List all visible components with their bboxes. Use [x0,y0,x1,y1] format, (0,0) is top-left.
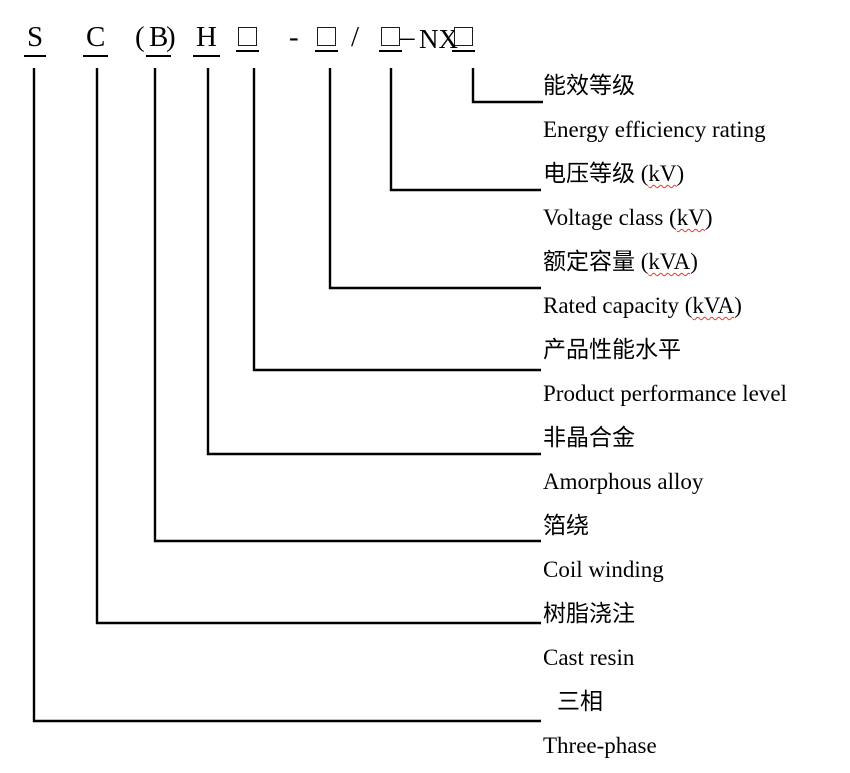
label-text: Three-phase [543,733,657,758]
code-char-S: S [24,21,47,57]
label-text: Voltage class ( [543,205,677,230]
legend-label-en: Voltage class (kV) [543,196,843,240]
label-text: ) [704,205,713,230]
legend-label-zh: 三相 [543,680,843,724]
legend-label-zh: 电压等级 (kV) [543,152,843,196]
code-char-H: H [193,21,220,57]
placeholder-square-icon [238,27,257,46]
label-text: ) [734,293,742,318]
legend-label-en: Cast resin [543,636,843,680]
label-text: 树脂浇注 [543,601,635,626]
label-text: Amorphous alloy [543,469,704,494]
code-char-C: C [83,21,109,57]
legend-label-zh: 能效等级 [543,64,843,108]
connector-line-performance-level [252,68,541,372]
connector-line-voltage-class [389,68,541,192]
code-char-/: / [351,21,360,53]
spellcheck-underlined-text: kV [648,161,677,186]
label-text: 非晶合金 [543,425,635,450]
code-placeholder-box [379,27,402,52]
legend-label-zh: 树脂浇注 [543,592,843,636]
spellcheck-underlined-text: kV [676,205,705,230]
legend-label-en: Three-phase [543,724,843,768]
legend-label-zh: 产品性能水平 [543,328,843,372]
connector-line-rated-capacity [328,68,541,290]
legend-label-zh: 非晶合金 [543,416,843,460]
placeholder-square-icon [381,27,400,46]
connector-line-cast-resin [95,68,541,625]
code-char-B: B [146,21,172,57]
code-placeholder-box [452,27,475,52]
connector-line-coil-winding [153,68,541,543]
connector-line-energy-efficiency [471,68,543,104]
code-placeholder-box [236,27,259,52]
code-char-–: – [400,21,415,53]
label-text: Cast resin [543,645,635,670]
label-text: 额定容量 ( [543,249,649,274]
label-text: ) [690,249,698,274]
connector-line-amorphous-alloy [206,68,541,456]
label-text: Rated capacity ( [543,293,693,318]
legend-label-zh: 箔绕 [543,504,843,548]
spellcheck-underlined-text: kVA [692,293,735,318]
code-char-(: ( [135,21,145,53]
label-text: Coil winding [543,557,664,582]
legend-label-zh: 额定容量 (kVA) [543,240,843,284]
label-text: 电压等级 ( [543,161,649,186]
label-text: Energy efficiency rating [543,117,766,142]
code-char-NX: NX [419,24,458,54]
connector-line-three-phase [32,68,541,723]
code-char-): ) [166,21,176,53]
label-text: 产品性能水平 [543,337,681,362]
legend-label-en: Product performance level [543,372,843,416]
legend-label-en: Coil winding [543,548,843,592]
spellcheck-underlined-text: kVA [648,249,691,274]
label-text: 能效等级 [543,73,635,98]
placeholder-square-icon [317,27,336,46]
code-placeholder-box [315,27,338,52]
label-text: 箔绕 [543,513,589,538]
legend-label-en: Rated capacity (kVA) [543,284,843,328]
label-text: Product performance level [543,381,787,406]
legend-label-en: Amorphous alloy [543,460,843,504]
label-text: ) [676,161,685,186]
label-text: 三相 [557,689,603,714]
placeholder-square-icon [454,27,473,46]
code-char--: - [289,21,299,53]
legend-label-en: Energy efficiency rating [543,108,843,152]
